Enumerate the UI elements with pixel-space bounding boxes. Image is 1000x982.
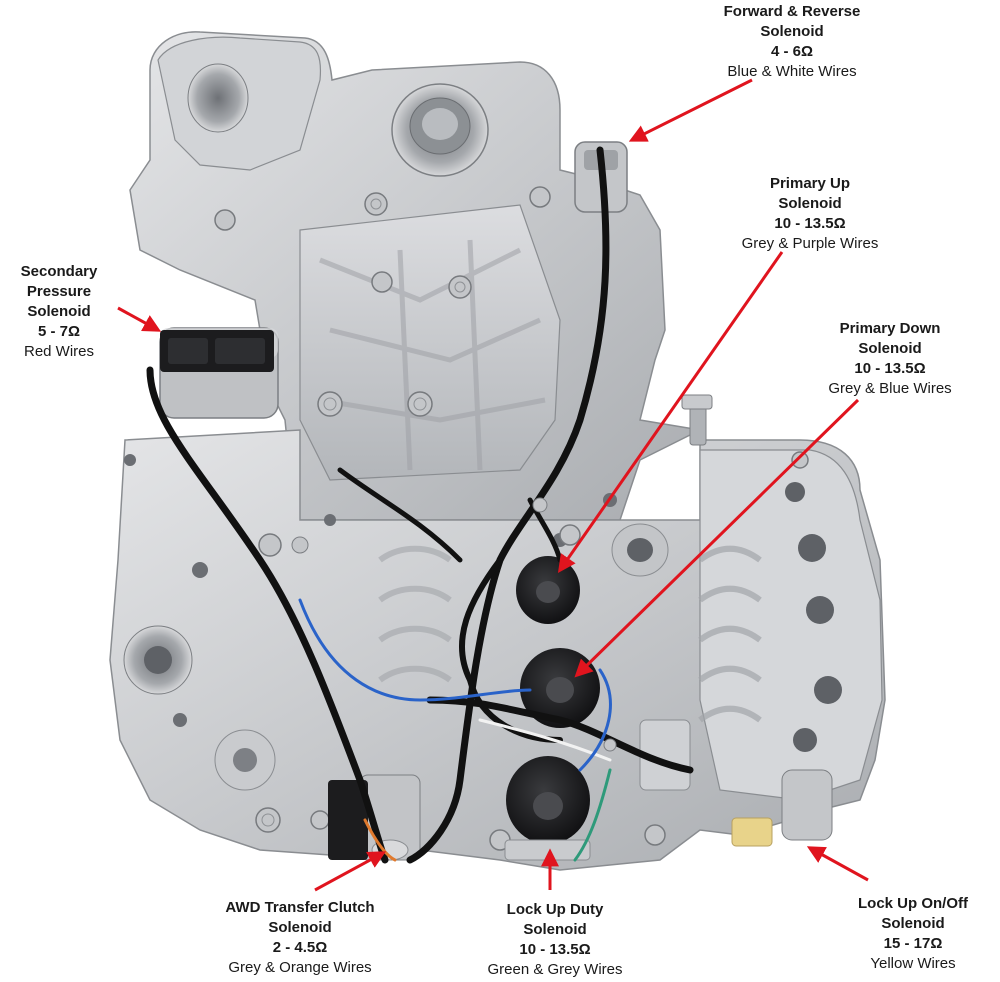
solenoids [159, 141, 833, 861]
callout-wires: Grey & Blue Wires [828, 380, 952, 397]
callout-lock-up-on-off: Lock Up On/Off Solenoid 15 - 17Ω Yellow … [826, 894, 1000, 974]
callout-secondary-pressure: Secondary Pressure Solenoid 5 - 7Ω Red W… [0, 262, 118, 362]
callout-title: Lock Up On/Off [858, 895, 968, 912]
callout-title-2: Pressure [26, 283, 92, 300]
arrow-primary-up [557, 251, 784, 573]
callout-title: AWD Transfer Clutch [225, 899, 375, 916]
callout-wires: Blue & White Wires [727, 63, 857, 80]
upper-casting [129, 31, 703, 521]
callout-subtitle: Solenoid [268, 919, 332, 936]
callout-forward-reverse: Forward & Reverse Solenoid 4 - 6Ω Blue &… [682, 2, 902, 82]
callout-title: Forward & Reverse [723, 3, 861, 20]
callout-awd-transfer-clutch: AWD Transfer Clutch Solenoid 2 - 4.5Ω Gr… [190, 898, 410, 978]
arrow-secondary-pressure [117, 306, 162, 332]
callout-title: Primary Up [769, 175, 851, 192]
callout-resistance: 10 - 13.5Ω [854, 360, 926, 377]
bolts [214, 186, 809, 851]
callout-primary-down: Primary Down Solenoid 10 - 13.5Ω Grey & … [780, 319, 1000, 399]
arrow-awd-transfer [314, 851, 387, 892]
callout-resistance: 5 - 7Ω [37, 323, 81, 340]
callout-subtitle: Solenoid [858, 340, 922, 357]
callout-wires: Yellow Wires [870, 955, 956, 972]
callout-resistance: 15 - 17Ω [883, 935, 943, 952]
callout-title: Primary Down [839, 320, 941, 337]
arrow-primary-down [574, 398, 860, 678]
callout-wires: Grey & Orange Wires [228, 959, 372, 976]
callout-subtitle: Solenoid [523, 921, 587, 938]
callout-resistance: 2 - 4.5Ω [272, 939, 328, 956]
callout-arrows [117, 78, 869, 892]
arrow-lock-up-onoff [806, 846, 869, 882]
callout-resistance: 10 - 13.5Ω [519, 941, 591, 958]
callout-title: Secondary [20, 263, 98, 280]
callout-subtitle: Solenoid [778, 195, 842, 212]
callout-wires: Red Wires [23, 343, 94, 360]
callout-wires: Grey & Purple Wires [741, 235, 879, 252]
callout-resistance: 4 - 6Ω [770, 43, 814, 60]
callout-resistance: 10 - 13.5Ω [774, 215, 846, 232]
callout-lock-up-duty: Lock Up Duty Solenoid 10 - 13.5Ω Green &… [445, 900, 665, 980]
callout-subtitle: Solenoid [760, 23, 824, 40]
callout-subtitle: Solenoid [881, 915, 945, 932]
arrow-forward-reverse [628, 78, 753, 142]
callout-title: Lock Up Duty [506, 901, 604, 918]
callout-wires: Green & Grey Wires [487, 961, 623, 978]
callout-primary-up: Primary Up Solenoid 10 - 13.5Ω Grey & Pu… [700, 174, 920, 254]
callout-subtitle: Solenoid [27, 303, 91, 320]
